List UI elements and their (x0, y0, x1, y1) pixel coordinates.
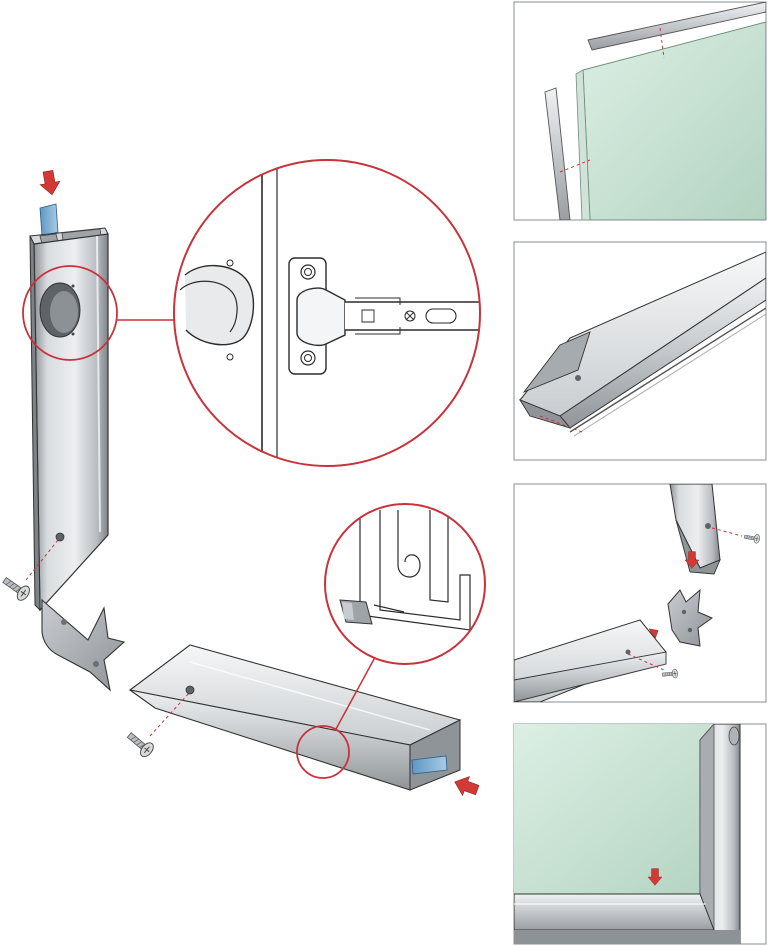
hinge-cup-detail (173, 159, 481, 467)
step-panel-3 (513, 483, 767, 703)
down-arrow-icon (451, 772, 481, 800)
main-diagram (0, 159, 486, 800)
dashed-alignment-line (149, 691, 191, 737)
vertical-frame-profile (29, 227, 109, 612)
profile-cross-section-detail (324, 503, 486, 665)
step-panel-2 (513, 241, 767, 461)
hinge-callout-marker (22, 265, 182, 361)
connector-clip (39, 203, 59, 237)
screw-icon (123, 728, 157, 760)
step-panel-1 (513, 1, 767, 221)
down-arrow-icon (37, 169, 63, 197)
corner-bracket (41, 598, 126, 692)
step-panel-4 (513, 723, 767, 945)
hinge-icon (288, 257, 480, 375)
horizontal-frame-profile (128, 644, 462, 791)
dashed-alignment-line (25, 539, 59, 581)
connector-clip (411, 755, 448, 775)
